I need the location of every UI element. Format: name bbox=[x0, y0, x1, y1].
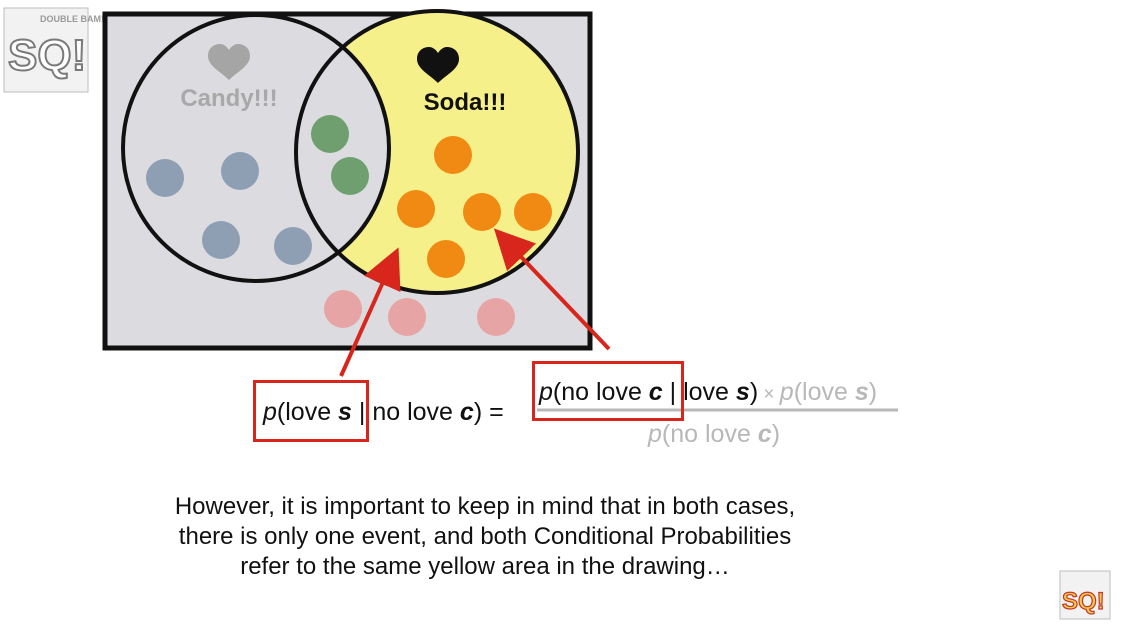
caption-line: refer to the same yellow area in the dra… bbox=[240, 553, 730, 580]
soda-label: Soda!!! bbox=[424, 89, 507, 116]
equation-numerator: p(no love c | love s) × p(love s) bbox=[539, 378, 878, 406]
blue-dot bbox=[202, 221, 240, 259]
orange-dot bbox=[514, 193, 552, 231]
blue-dot bbox=[146, 159, 184, 197]
lhs-highlight-box bbox=[253, 380, 369, 442]
orange-dot bbox=[397, 190, 435, 228]
candy-circle bbox=[121, 13, 391, 283]
pink-dot bbox=[477, 298, 515, 336]
orange-dot bbox=[434, 136, 472, 174]
overlap-area bbox=[296, 15, 389, 281]
blue-dot bbox=[221, 152, 259, 190]
candy-label: Candy!!! bbox=[180, 85, 277, 112]
soda-circle bbox=[294, 9, 580, 295]
logo-main-text: SQ! bbox=[8, 31, 86, 80]
soda-heart-icon bbox=[417, 47, 459, 83]
orange-dot bbox=[427, 240, 465, 278]
caption-line: However, it is important to keep in mind… bbox=[174, 493, 796, 520]
green-dot bbox=[311, 115, 349, 153]
logo-main-text-small: SQ! bbox=[1062, 588, 1105, 615]
caption-line: there is only one event, and both Condit… bbox=[178, 523, 792, 550]
logo-top-left: SQ! DOUBLE BAM!! bbox=[3, 7, 107, 93]
equation-denominator: p(no love c) bbox=[648, 420, 781, 448]
logo-sub-text: DOUBLE BAM!! bbox=[40, 14, 107, 24]
pink-dot bbox=[388, 298, 426, 336]
caption: However, it is important to keep in mind… bbox=[60, 492, 910, 582]
blue-dot bbox=[274, 227, 312, 265]
arrow-left bbox=[339, 247, 401, 377]
green-dot bbox=[331, 157, 369, 195]
arrow-right bbox=[493, 228, 611, 351]
logo-bottom-right: SQ! bbox=[1059, 570, 1111, 620]
orange-dot bbox=[463, 193, 501, 231]
pink-dot bbox=[324, 290, 362, 328]
candy-heart-icon bbox=[208, 44, 250, 80]
equation-lhs: p(love s | no love c) = bbox=[263, 398, 504, 426]
numerator-highlight-box bbox=[532, 361, 684, 421]
